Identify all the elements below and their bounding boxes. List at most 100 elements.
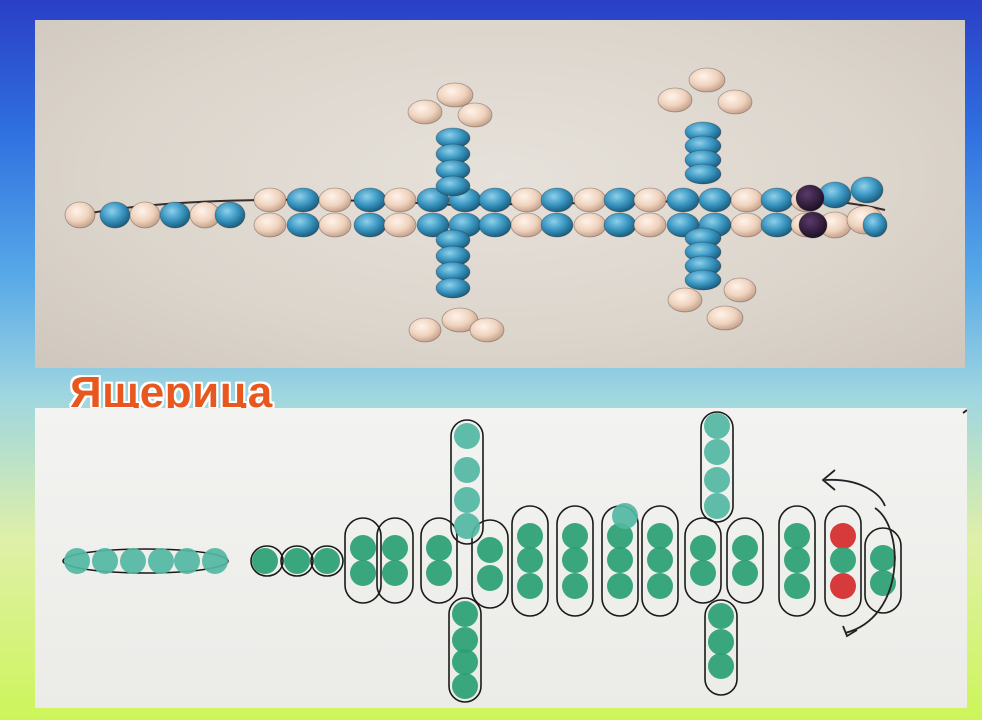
body-bead	[479, 213, 511, 237]
body-bead	[699, 188, 731, 212]
scheme-bead	[562, 547, 588, 573]
body-bead	[574, 213, 606, 237]
foot-bead	[658, 88, 692, 112]
foot-bead	[718, 90, 752, 114]
body-bead	[604, 213, 636, 237]
body-bead	[319, 213, 351, 237]
scheme-bead	[870, 545, 896, 571]
scheme-bead	[708, 629, 734, 655]
scheme-bead	[477, 565, 503, 591]
body-bead	[604, 188, 636, 212]
scheme-bead	[452, 649, 478, 675]
body-bead	[634, 188, 666, 212]
scheme-bead	[562, 523, 588, 549]
foot-bead	[408, 100, 442, 124]
scheme-bead	[784, 573, 810, 599]
scheme-bead	[732, 560, 758, 586]
scheme-bead	[607, 573, 633, 599]
tail-bead	[100, 202, 130, 228]
body-bead	[574, 188, 606, 212]
foot-bead	[707, 306, 743, 330]
scheme-bead	[704, 493, 730, 519]
scheme-bead	[830, 573, 856, 599]
body-bead	[761, 213, 793, 237]
scheme-bead	[690, 560, 716, 586]
scheme-bead	[784, 547, 810, 573]
scheme-bead	[562, 573, 588, 599]
scheme-bead	[350, 535, 376, 561]
scheme-bead	[784, 523, 810, 549]
tail-bead	[215, 202, 245, 228]
scheme-bead	[64, 548, 90, 574]
scheme-bead	[708, 603, 734, 629]
foot-bead	[470, 318, 504, 342]
scheme-bead	[454, 457, 480, 483]
scheme-bead	[607, 547, 633, 573]
scheme-bead	[517, 523, 543, 549]
eye-bead	[799, 212, 827, 238]
scheme-bead	[647, 573, 673, 599]
scheme-bead	[704, 413, 730, 439]
scheme-bead	[704, 467, 730, 493]
scheme-bead	[612, 503, 638, 529]
body-bead	[634, 213, 666, 237]
body-bead	[287, 213, 319, 237]
scheme-bead	[454, 513, 480, 539]
body-bead	[731, 188, 763, 212]
body-bead	[731, 213, 763, 237]
lizard-photo	[35, 20, 965, 368]
foot-bead	[437, 83, 473, 107]
body-bead	[354, 188, 386, 212]
scheme-beads	[64, 413, 896, 699]
scheme-bead	[382, 560, 408, 586]
scheme-bead	[454, 487, 480, 513]
foot-bead	[724, 278, 756, 302]
foot-bead	[689, 68, 725, 92]
scheme-bead	[350, 560, 376, 586]
scheme-bead	[314, 548, 340, 574]
tail-bead	[65, 202, 95, 228]
tail-bead	[160, 202, 190, 228]
body-bead	[287, 188, 319, 212]
body-bead	[254, 188, 286, 212]
scheme-bead	[647, 523, 673, 549]
body-bead	[319, 188, 351, 212]
leg-bead	[436, 278, 470, 298]
scheme-bead	[704, 439, 730, 465]
scheme-bead	[647, 547, 673, 573]
body-bead	[761, 188, 793, 212]
scheme-bead	[708, 653, 734, 679]
scheme-diagram	[35, 408, 967, 708]
body-bead	[384, 188, 416, 212]
scheme-bead	[148, 548, 174, 574]
scheme-bead	[830, 547, 856, 573]
scheme-bead	[732, 535, 758, 561]
scheme-bead	[174, 548, 200, 574]
scheme-bead	[477, 537, 503, 563]
tail-bead	[130, 202, 160, 228]
scheme-bead	[452, 673, 478, 699]
scheme-bead	[426, 560, 452, 586]
leg-bead	[685, 164, 721, 184]
scheme-bead	[382, 535, 408, 561]
body-bead	[254, 213, 286, 237]
leg-bead	[436, 176, 470, 196]
body-bead	[479, 188, 511, 212]
beaded-lizard-image	[35, 20, 965, 368]
scheme-bead	[252, 548, 278, 574]
eye-bead	[796, 185, 824, 211]
foot-bead	[458, 103, 492, 127]
scheme-bead	[690, 535, 716, 561]
body-bead	[511, 213, 543, 237]
scheme-bead	[830, 523, 856, 549]
scheme-bead	[517, 547, 543, 573]
scheme-bead	[517, 573, 543, 599]
body-bead	[541, 213, 573, 237]
foot-bead	[409, 318, 441, 342]
foot-bead	[668, 288, 702, 312]
body-bead	[354, 213, 386, 237]
scheme-bead	[202, 548, 228, 574]
photo-beads	[65, 68, 887, 342]
body-bead	[511, 188, 543, 212]
scheme-bead	[426, 535, 452, 561]
